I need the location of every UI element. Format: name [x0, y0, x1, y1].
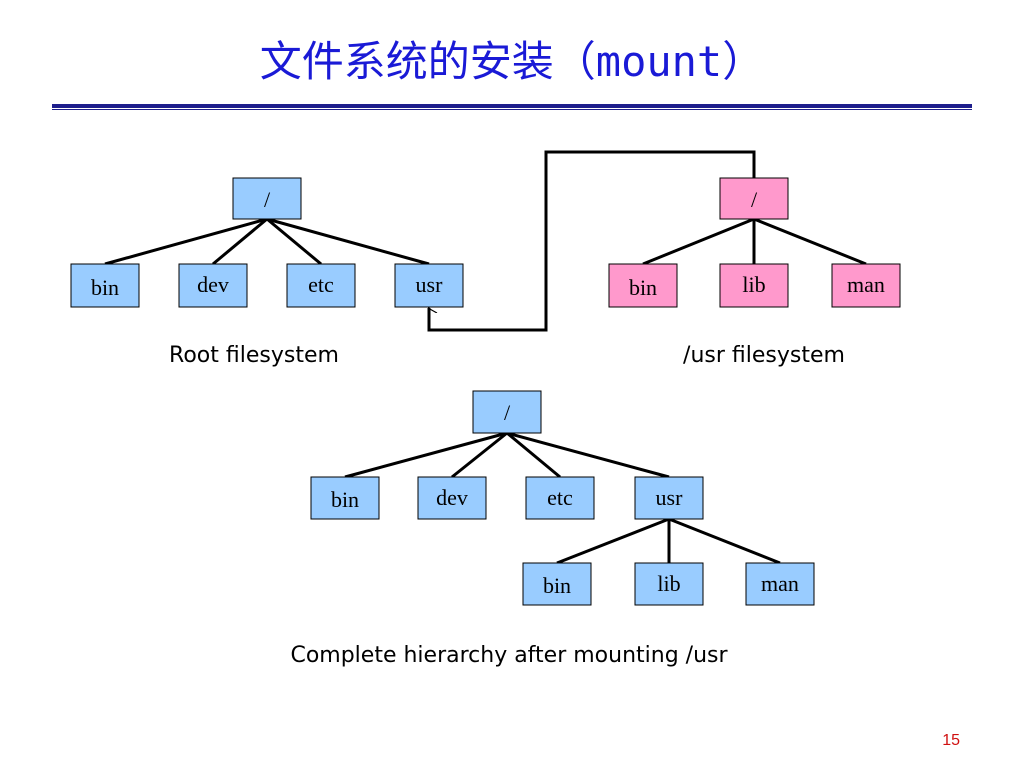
node-label: bin: [543, 573, 571, 598]
edge-usrroot-man: [753, 217, 867, 266]
slide-title-cjk: 文件系统的安装（: [259, 37, 596, 86]
combined-bin-node: bin: [310, 476, 380, 520]
edge-combined-root-dev: [451, 431, 508, 479]
combined-dev-node: dev: [417, 476, 487, 520]
node-label: bin: [91, 275, 119, 300]
node-label: bin: [331, 487, 359, 512]
node-label: /: [751, 187, 758, 212]
node-label: etc: [547, 485, 573, 510]
node-label: usr: [656, 485, 684, 510]
combined-edges: [344, 431, 781, 565]
title-rule-thin: [52, 109, 972, 110]
usr-fs-edges: [642, 217, 867, 266]
node-label: man: [847, 272, 885, 297]
node-label: bin: [629, 275, 657, 300]
title-rule-thick: [52, 104, 972, 108]
node-label: lib: [742, 272, 765, 297]
usr-fs-man-node: man: [831, 263, 901, 308]
page-number: 15: [942, 732, 960, 749]
combined-usr-lib-node: lib: [634, 562, 704, 606]
edge-root-usr: [266, 217, 430, 266]
node-label: etc: [308, 272, 334, 297]
edge-combined-root-bin: [344, 431, 508, 479]
node-label: usr: [416, 272, 444, 297]
root-fs-edges: [104, 217, 430, 266]
mount-arrow: [427, 150, 756, 332]
node-label: lib: [657, 571, 680, 596]
root-fs-etc-node: etc: [286, 263, 356, 308]
slide-title: 文件系统的安装（mount）: [0, 28, 1024, 89]
edge-combined-usr-man: [668, 517, 781, 565]
usr-fs-lib-node: lib: [719, 263, 789, 308]
root-fs-dev-node: dev: [178, 263, 248, 308]
combined-usr-man-node: man: [745, 562, 815, 606]
root-fs-usr-node: usr: [394, 263, 464, 308]
edge-combined-root-usr: [506, 431, 670, 479]
node-label: dev: [197, 272, 229, 297]
edge-root-dev: [212, 217, 268, 266]
edge-combined-root-etc: [506, 431, 561, 479]
usr-fs-root-node: /: [719, 177, 789, 220]
usr-fs-caption: /usr filesystem: [683, 343, 845, 368]
edge-root-bin: [104, 217, 268, 266]
combined-caption: Complete hierarchy after mounting /usr: [290, 643, 728, 668]
edge-combined-usr-bin: [556, 517, 670, 565]
root-fs-bin-node: bin: [70, 263, 140, 308]
edge-root-etc: [266, 217, 322, 266]
node-label: dev: [436, 485, 468, 510]
combined-usr-bin-node: bin: [522, 562, 592, 606]
node-label: man: [761, 571, 799, 596]
root-fs-caption: Root filesystem: [169, 343, 339, 368]
combined-etc-node: etc: [525, 476, 595, 520]
combined-usr-node: usr: [634, 476, 704, 520]
usr-fs-bin-node: bin: [608, 263, 678, 308]
node-label: /: [504, 400, 511, 425]
edge-usrroot-bin: [642, 217, 755, 266]
slide-title-close: ）: [722, 37, 765, 86]
node-label: /: [264, 187, 271, 212]
combined-root-node: /: [472, 390, 542, 434]
root-fs-root-node: /: [232, 177, 302, 220]
slide-title-command: mount: [595, 37, 723, 86]
